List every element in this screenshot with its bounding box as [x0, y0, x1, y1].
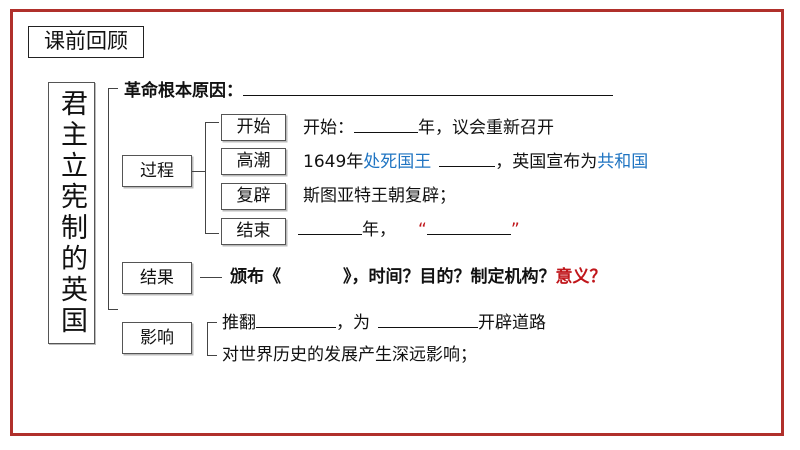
root-cause-label: 革命根本原因： [124, 80, 613, 102]
main-title-box: 君主立宪制的英国 [48, 82, 95, 344]
end-year-blank[interactable] [298, 219, 362, 235]
end-event-blank[interactable] [426, 219, 511, 235]
influence-item-2: 对世界历史的发展产生深远影响； [222, 345, 477, 365]
main-title: 君主立宪制的英国 [56, 89, 87, 337]
path-blank[interactable] [378, 312, 478, 328]
republic-highlight: 共和国 [597, 152, 649, 172]
result-connector [200, 277, 222, 278]
execute-king-highlight: 处死国王 [363, 152, 432, 172]
result-label: 结果 [140, 268, 174, 288]
stage-climax-text: 1649年处死国王，英国宣布为共和国 [303, 151, 649, 172]
influence-item-1: 推翻，为开辟道路 [222, 312, 546, 333]
slide-frame [10, 9, 784, 436]
process-connector [192, 171, 205, 172]
result-box: 结果 [122, 262, 192, 294]
influence-bracket [207, 322, 217, 356]
process-label: 过程 [140, 161, 174, 181]
root-cause-blank[interactable] [243, 80, 613, 96]
main-bracket [108, 88, 118, 310]
process-bracket [205, 122, 219, 234]
process-box: 过程 [122, 155, 192, 187]
overthrow-blank[interactable] [256, 312, 336, 328]
influence-label: 影响 [140, 328, 174, 348]
stage-box-restoration: 复辟 [221, 183, 286, 210]
stage-box-climax: 高潮 [221, 148, 286, 175]
stage-box-start: 开始 [221, 114, 286, 141]
stage-box-end: 结束 [221, 218, 286, 245]
stage-restoration-text: 斯图亚特王朝复辟； [303, 186, 456, 206]
review-title: 课前回顾 [28, 26, 144, 58]
significance-highlight: 意义？ [555, 267, 607, 287]
influence-box: 影响 [122, 322, 192, 354]
stage-start-text: 开始：年，议会重新召开 [303, 117, 554, 138]
stage-end-text: 年，“” [298, 219, 520, 241]
start-year-blank[interactable] [354, 117, 418, 133]
climax-blank[interactable] [439, 151, 496, 167]
result-text: 颁布《》，时间？目的？制定机构？意义？ [230, 267, 607, 287]
